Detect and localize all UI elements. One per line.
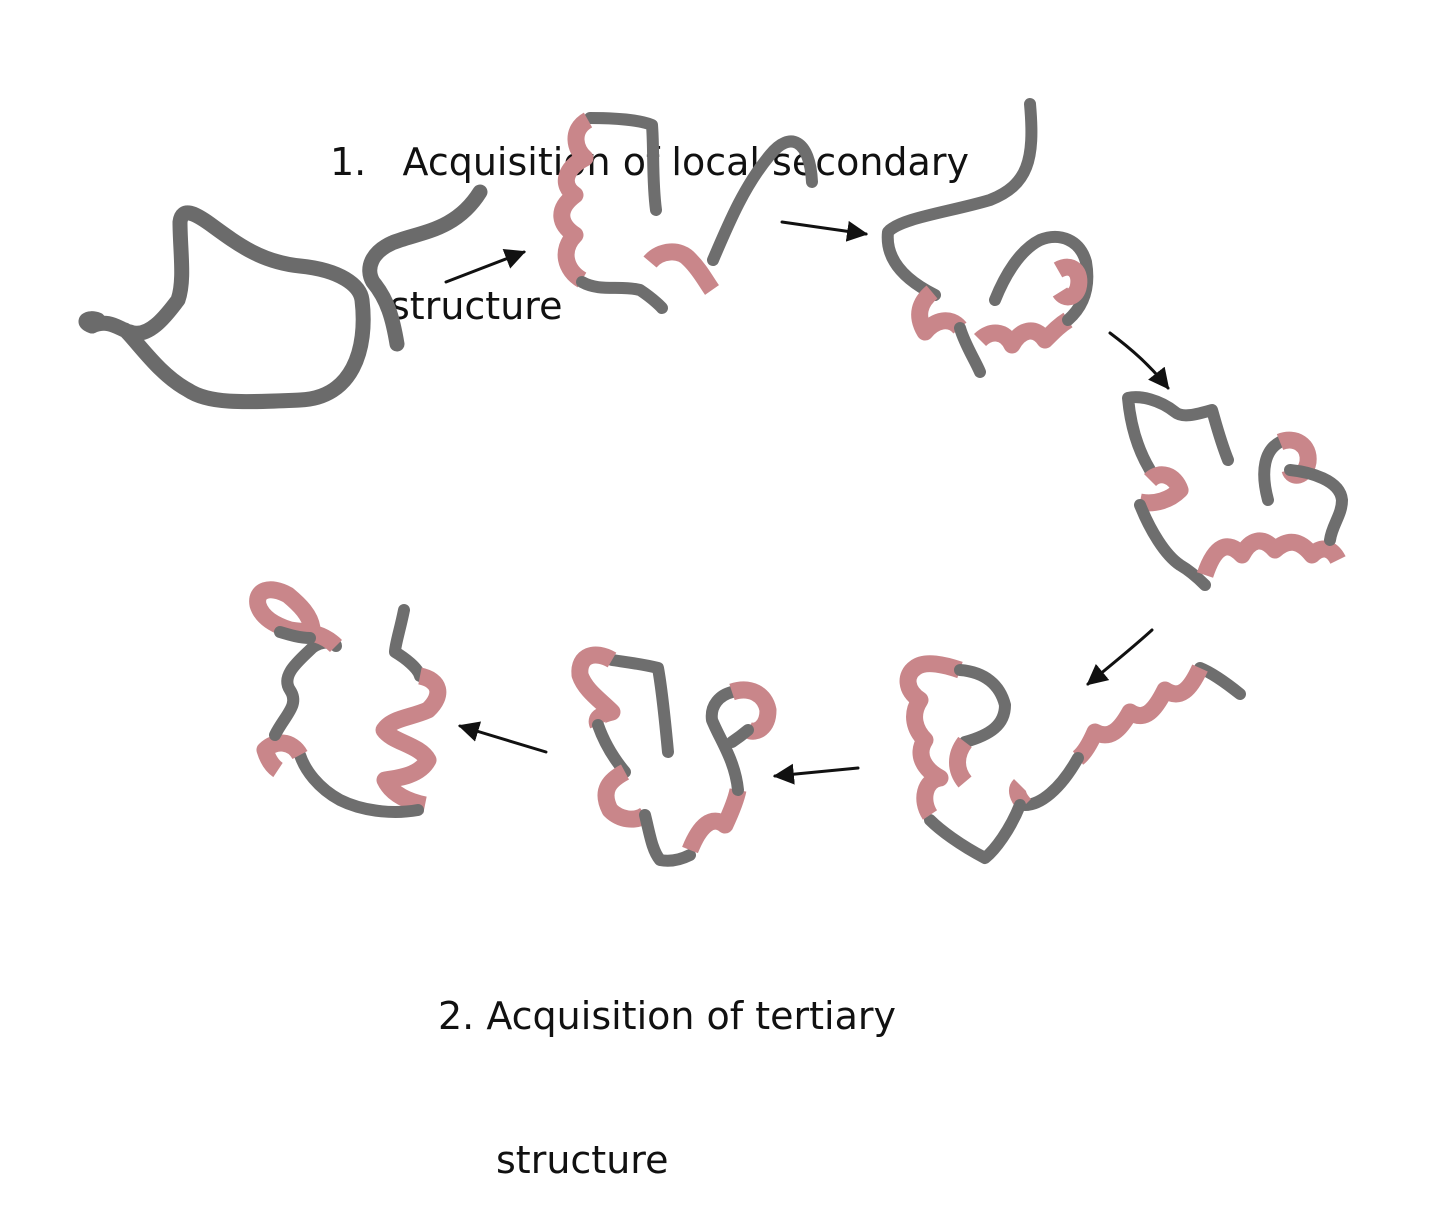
arrow-1: [444, 248, 526, 284]
pathway-arrows: [444, 220, 1170, 785]
folding-diagram: [78, 98, 1348, 867]
unfolded-chain: [78, 184, 488, 410]
intermediate-2: [881, 98, 1094, 378]
intermediate-5: [571, 646, 777, 867]
arrow-6: [457, 721, 548, 754]
step1-label-line2: structure: [390, 284, 563, 328]
arrow-3: [1108, 331, 1170, 390]
arrow-2: [780, 220, 869, 242]
native-fold: [249, 581, 447, 818]
intermediate-4: [899, 655, 1246, 864]
step2-label-line2: structure: [496, 1138, 669, 1182]
arrow-5: [772, 763, 860, 785]
arrow-4: [1086, 628, 1154, 686]
intermediate-3: [1122, 391, 1348, 591]
intermediate-1: [553, 112, 818, 314]
